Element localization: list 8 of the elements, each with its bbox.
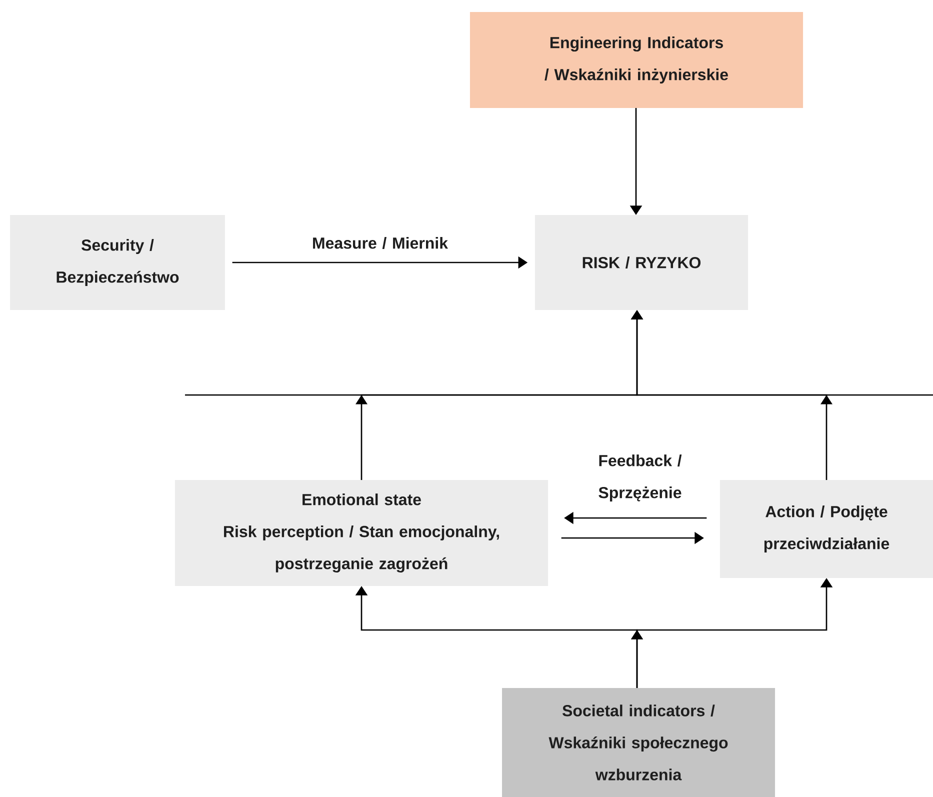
process-box: Security / Bezpieczeństwo [10,215,225,310]
edge-label: Measure / Miernik [313,237,448,249]
process-box: Emotional state Risk perception / Stan emocjonalny, postrzeganie zagrożeń [174,480,548,586]
process-box: Action / Podjęte przeciwdziałanie [720,480,933,578]
process-box: RISK / RYZYKO [534,215,748,310]
process-box: Societal indicators / Wskaźniki społecznego wzburzenia [502,688,776,797]
edge-label: Feedback / Sprzężenie [598,454,682,502]
process-box: Engineering Indicators / Wskaźniki inżynierskie [470,12,804,108]
